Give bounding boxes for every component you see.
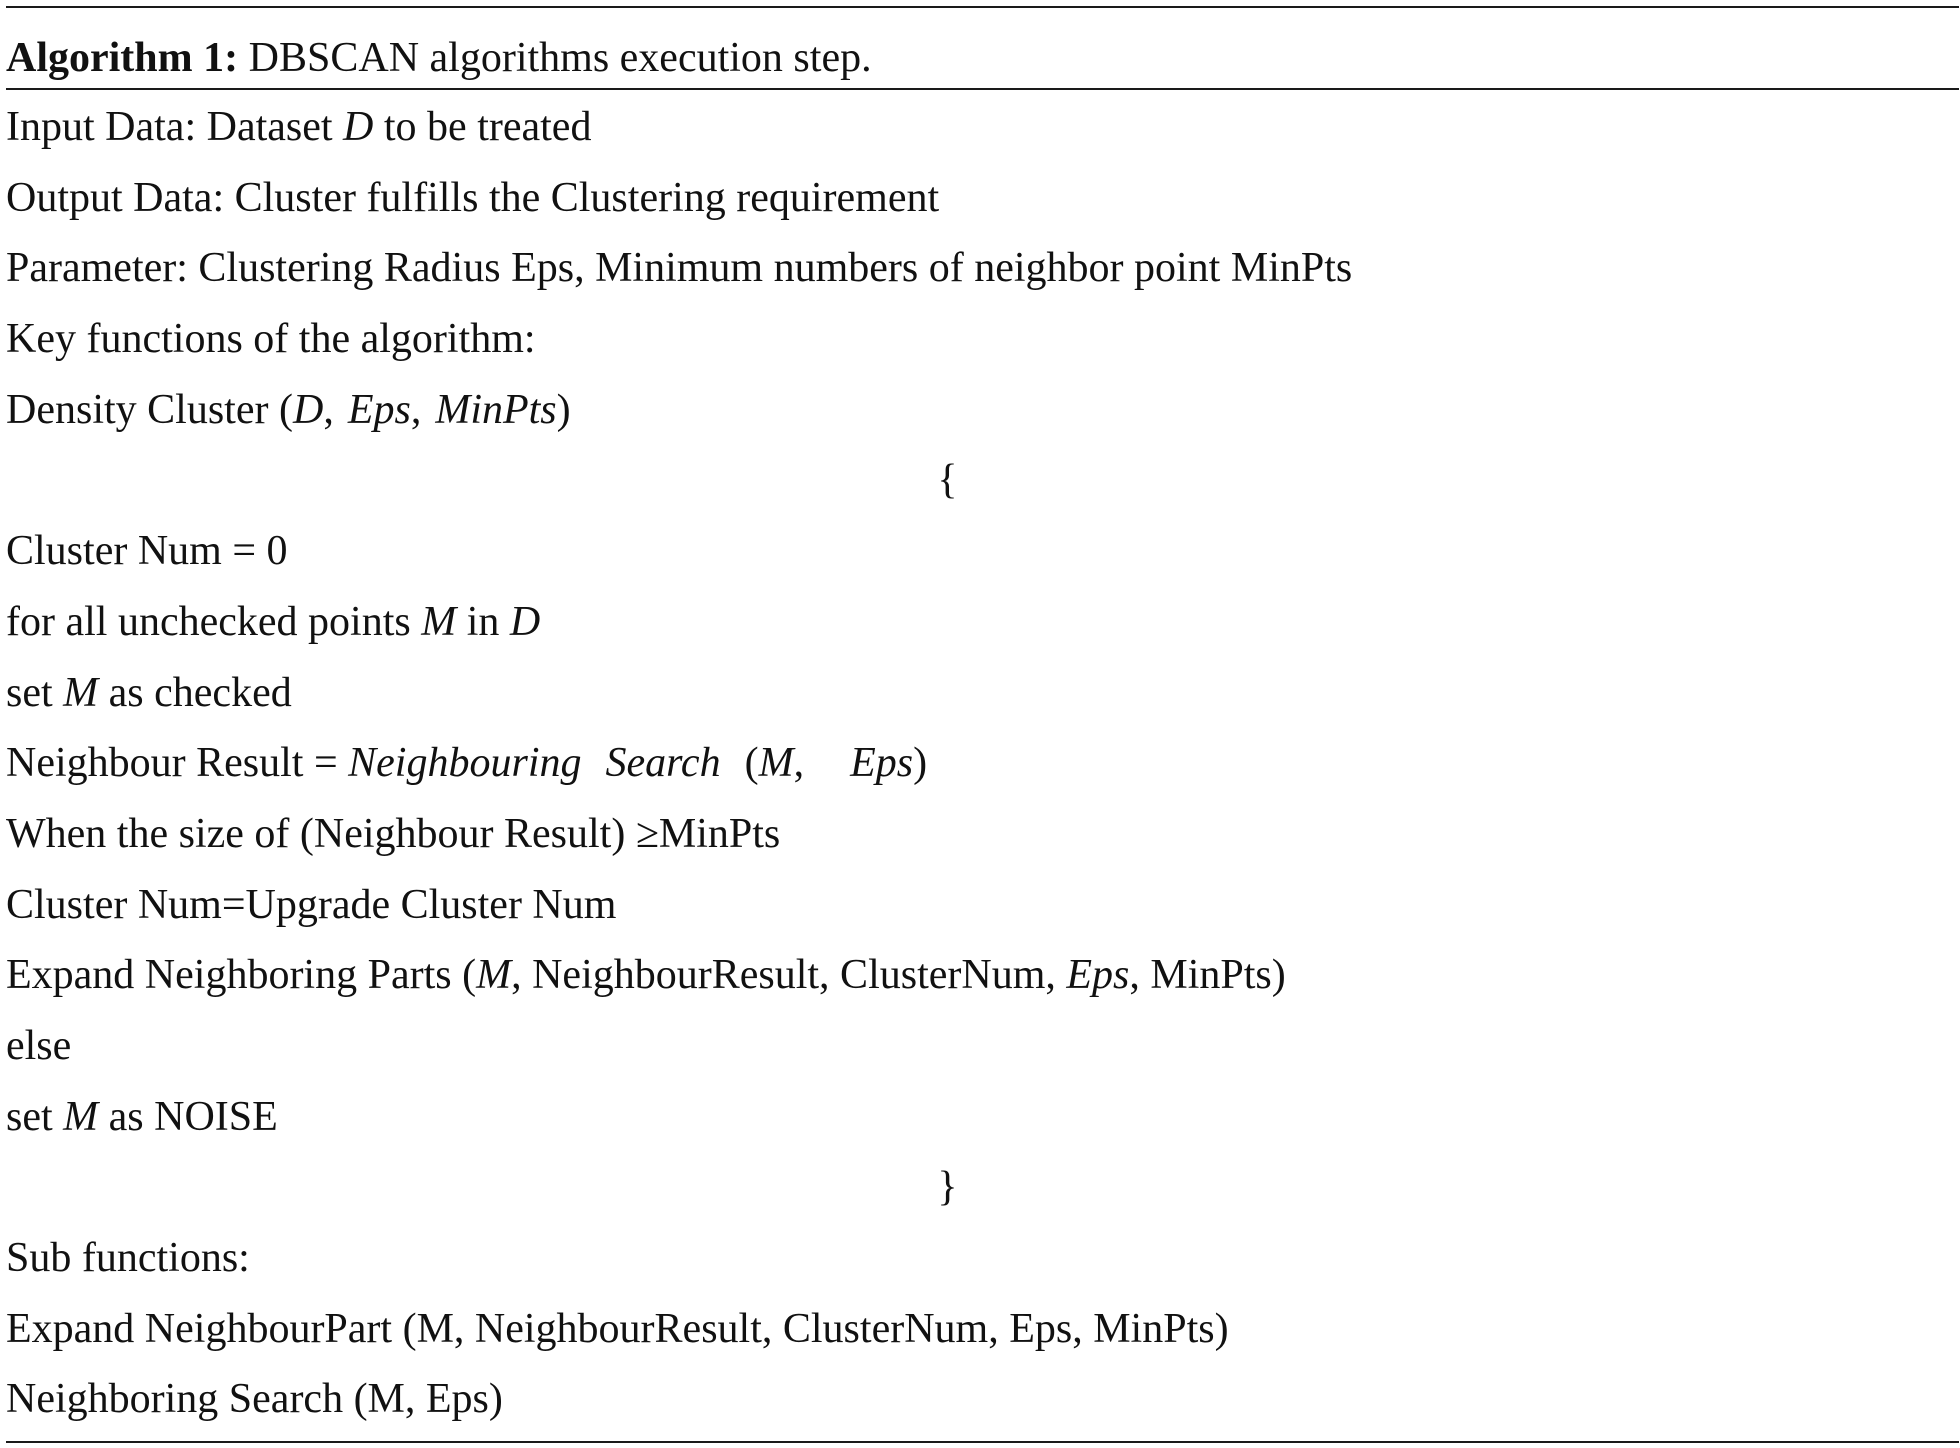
expand-var-m: M	[476, 952, 512, 999]
nr-left: Neighbour Result =	[6, 740, 338, 787]
set-noise-line: set M as NOISE	[6, 1082, 1959, 1153]
sub-search-line: Neighboring Search (M, Eps)	[6, 1376, 503, 1423]
expand-var-eps: Eps	[1066, 952, 1130, 999]
upgrade-line: Cluster Num=Upgrade Cluster Num	[6, 881, 617, 928]
open-brace: {	[937, 457, 958, 504]
nr-comma: ,	[793, 740, 805, 787]
expand-suffix: , MinPts)	[1129, 952, 1286, 999]
set-checked-line: set M as checked	[6, 658, 1959, 729]
close-brace: }	[937, 1164, 958, 1211]
when-line: When the size of (Neighbour Result) ≥Min…	[6, 810, 781, 857]
noise-var: M	[63, 1093, 99, 1140]
noise-prefix: set	[6, 1093, 53, 1140]
set-suffix: as checked	[108, 669, 292, 716]
cluster-init-line: Cluster Num = 0	[6, 528, 288, 575]
set-prefix: set	[6, 669, 53, 716]
for-prefix: for all unchecked points	[6, 598, 411, 645]
density-arg-d: D	[292, 386, 324, 433]
density-close-paren: )	[556, 386, 571, 433]
key-functions-line: Key functions of the algorithm:	[6, 316, 536, 363]
input-suffix: to be treated	[383, 104, 592, 150]
sub-expand-line: Expand NeighbourPart (M, NeighbourResult…	[6, 1305, 1229, 1352]
parameter-line: Parameter: Clustering Radius Eps, Minimu…	[6, 245, 1353, 292]
expand-line: Expand Neighboring Parts (M, NeighbourRe…	[6, 940, 1959, 1011]
input-line: Input Data: Dataset D to be treated	[6, 92, 1959, 163]
sub-functions-line: Sub functions:	[6, 1235, 250, 1281]
bottom-rule	[6, 1441, 1959, 1444]
top-rule	[6, 6, 1959, 8]
density-arg-minpts: MinPts	[435, 386, 557, 433]
algorithm-box: Algorithm 1: DBSCAN algorithms execution…	[6, 6, 1959, 1444]
expand-mid: , NeighbourResult, ClusterNum,	[511, 952, 1056, 999]
close-brace-line: }	[6, 1152, 1959, 1223]
density-open-paren: (	[278, 386, 293, 433]
caption-label: Algorithm 1:	[6, 35, 239, 81]
algorithm-caption: Algorithm 1: DBSCAN algorithms execution…	[6, 8, 1959, 88]
for-var: M	[421, 598, 457, 645]
open-brace-line: {	[6, 445, 1959, 516]
density-cluster-line: Density Cluster (D,Eps,MinPts)	[6, 386, 571, 433]
neighbour-result-line: Neighbour Result = Neighbouring Search (M,…	[6, 728, 1959, 799]
for-loop-line: for all unchecked points M in D	[6, 587, 1959, 658]
density-arg-eps: Eps	[347, 386, 411, 433]
else-line: else	[6, 1022, 72, 1069]
caption-rule	[6, 88, 1959, 90]
nr-open-paren: (	[744, 740, 759, 787]
nr-close-paren: )	[913, 740, 928, 787]
nr-func-part2: Search	[605, 740, 721, 787]
output-line: Output Data: Cluster fulfills the Cluste…	[6, 174, 940, 221]
caption-title: DBSCAN algorithms execution step.	[248, 35, 872, 81]
algorithm-body: Input Data: Dataset D to be treated Outp…	[6, 90, 1959, 1441]
nr-func-part1: Neighbouring	[348, 740, 582, 787]
set-var: M	[63, 669, 99, 716]
input-var: D	[343, 104, 374, 150]
for-in: in	[466, 598, 500, 645]
nr-arg-eps: Eps	[850, 740, 914, 787]
density-name: Density Cluster	[6, 386, 269, 433]
for-set: D	[509, 598, 541, 645]
noise-suffix: as NOISE	[108, 1093, 278, 1140]
input-prefix: Input Data: Dataset	[6, 104, 333, 150]
nr-arg-m: M	[758, 740, 794, 787]
expand-prefix: Expand Neighboring Parts (	[6, 952, 477, 999]
